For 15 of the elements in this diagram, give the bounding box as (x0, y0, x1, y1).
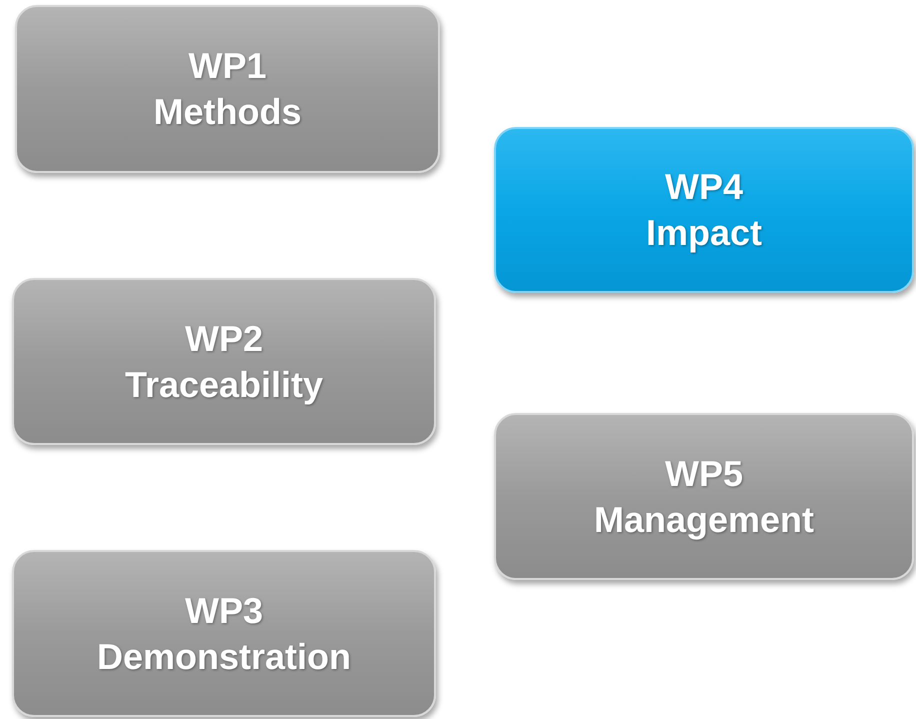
rounded-box (15, 5, 440, 173)
rounded-box (494, 413, 914, 580)
box-label: Demonstration (96, 634, 352, 678)
box-heading: WP1 (188, 44, 266, 88)
box-label: Management (594, 498, 814, 542)
rounded-box (494, 127, 914, 293)
box-heading: WP2 (184, 316, 263, 360)
box-label: Methods (154, 90, 302, 134)
box-heading: WP3 (184, 588, 263, 632)
box-label: Impact (646, 211, 762, 255)
box-label: Traceability (124, 362, 324, 406)
rounded-box (12, 278, 436, 445)
rounded-box (12, 550, 436, 717)
box-heading: WP5 (664, 452, 743, 496)
box-heading: WP4 (664, 165, 743, 209)
